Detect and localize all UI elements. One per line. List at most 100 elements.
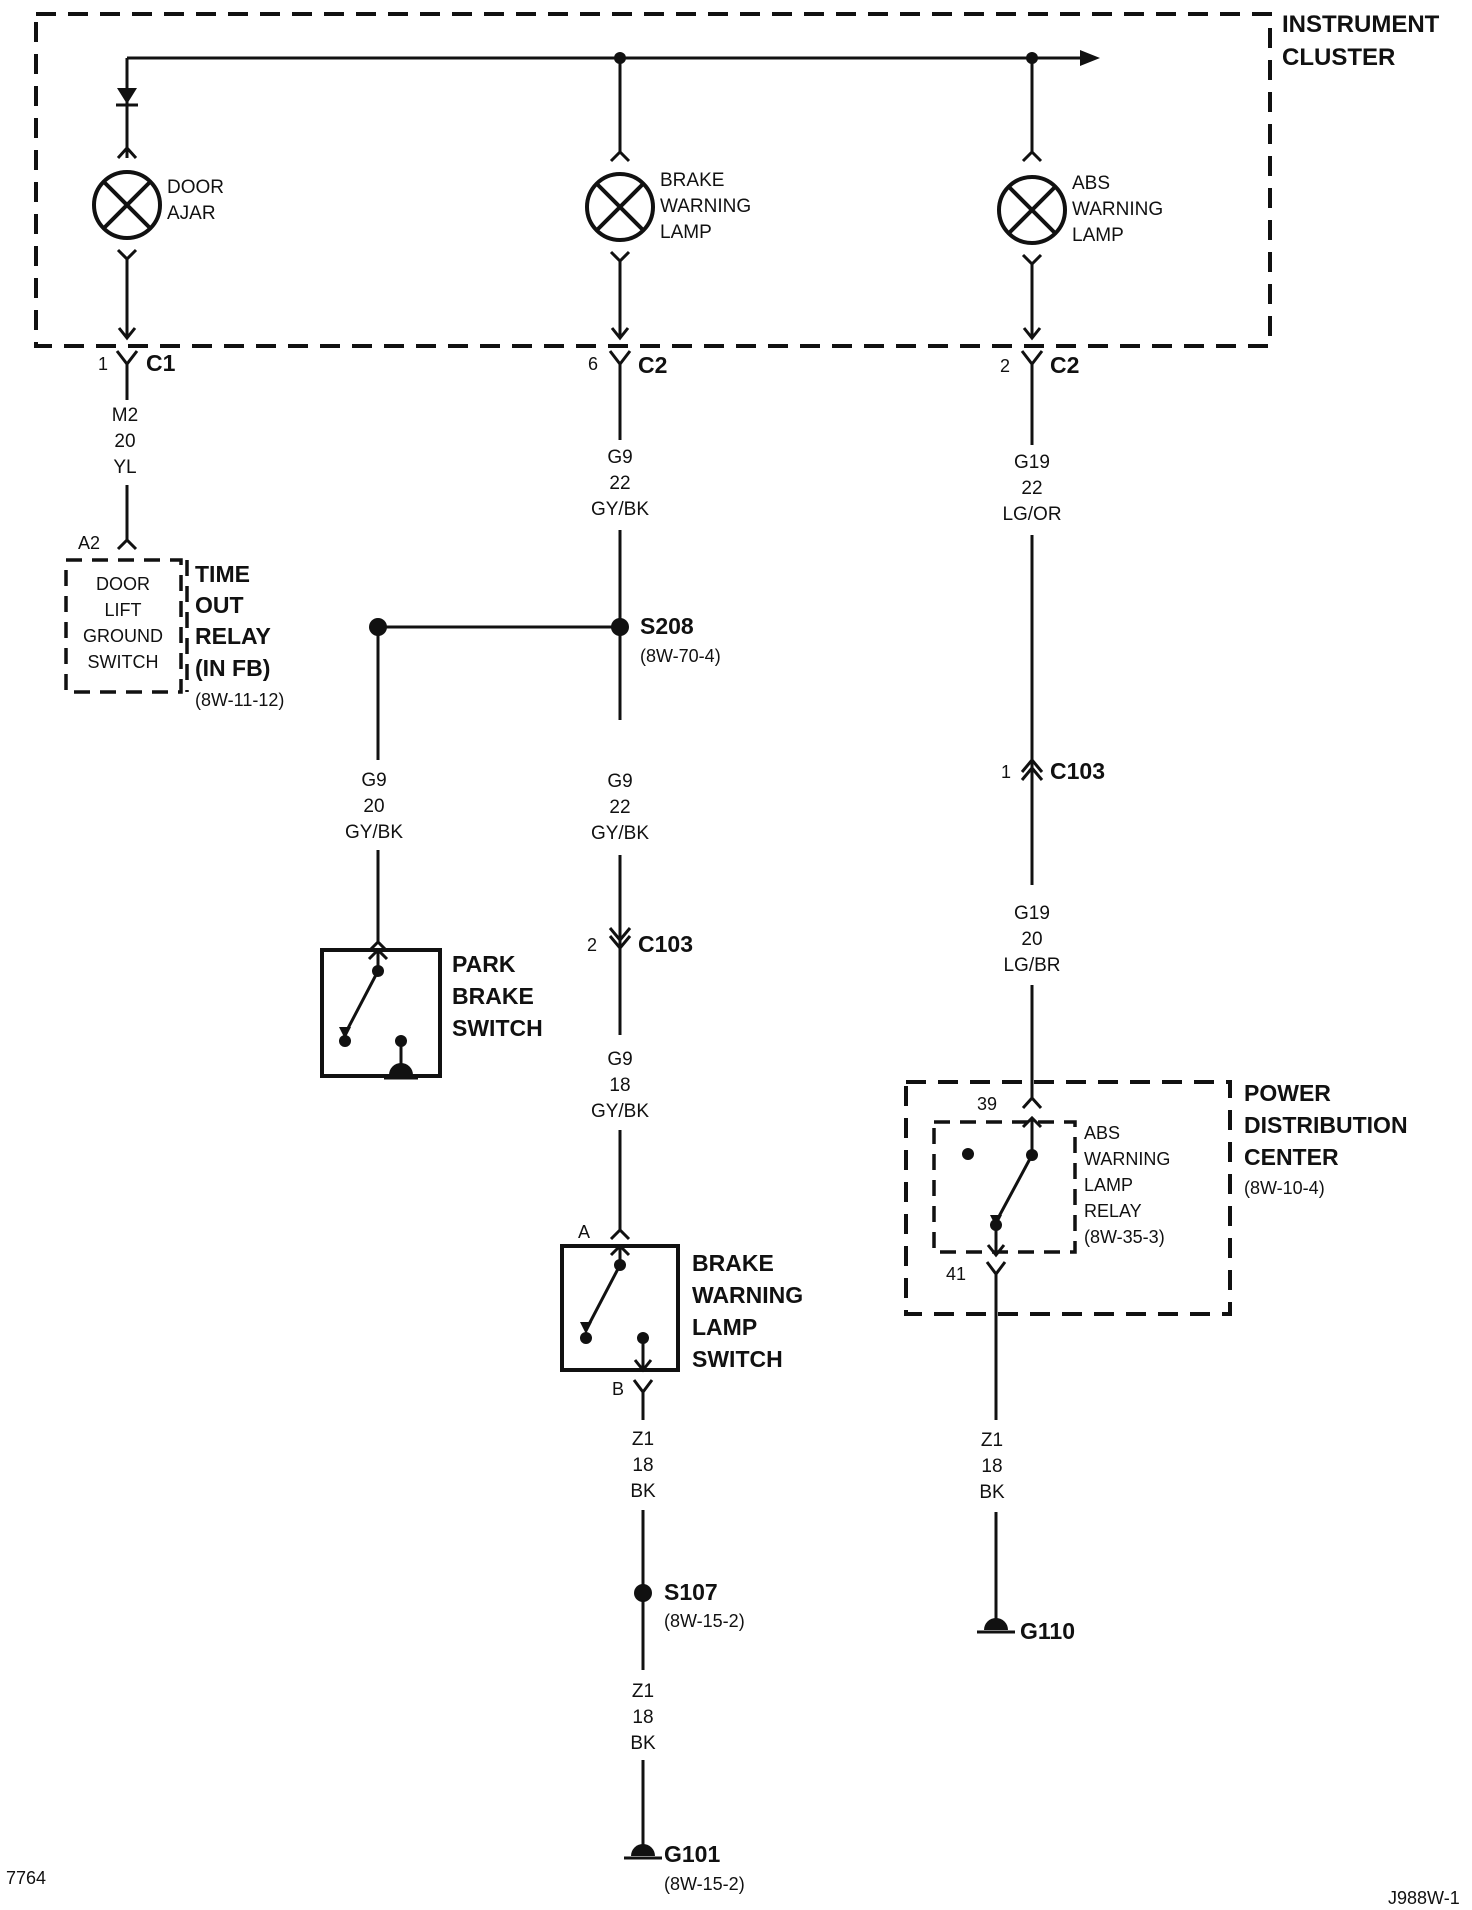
- g9-park-gauge: 20: [363, 796, 384, 817]
- abs-relay-label-5: (8W-35-3): [1084, 1227, 1165, 1247]
- door-lift-label-3: GROUND: [83, 626, 163, 646]
- time-out-relay-label-2: OUT: [195, 592, 244, 618]
- abs-lamp-label-3: LAMP: [1072, 225, 1124, 246]
- brake-switch-label-4: SWITCH: [692, 1346, 783, 1372]
- park-brake-circuit: G9 20 GY/BK PARK BRAKE SWITCH: [320, 627, 543, 1080]
- wire-arrow-icon: [1022, 327, 1042, 341]
- abs-relay-switch-icon: [962, 1115, 1043, 1258]
- door-lift-label-2: LIFT: [104, 600, 141, 620]
- g101-name: G101: [664, 1841, 720, 1867]
- connector-c1: 1 C1: [98, 350, 176, 376]
- instrument-cluster-boundary: [34, 12, 1272, 348]
- park-brake-switch-icon: [339, 947, 418, 1080]
- door-ajar-circuit: M2 20 YL A2 DOOR LIFT GROUND SWITCH TIME…: [64, 364, 284, 710]
- c2-abs-name: C2: [1050, 352, 1079, 378]
- pdc-label-3: CENTER: [1244, 1144, 1339, 1170]
- park-brake-label-1: PARK: [452, 951, 516, 977]
- lamp-terminal-icon: [116, 145, 138, 160]
- z1-switch-circuit: Z1: [632, 1429, 654, 1450]
- abs-lamp-label-1: ABS: [1072, 173, 1110, 194]
- brake-switch-pin-a: A: [578, 1222, 590, 1242]
- connector-icon: [609, 1227, 631, 1241]
- abs-relay-label-4: RELAY: [1084, 1201, 1142, 1221]
- door-ajar-label-1: DOOR: [167, 177, 224, 198]
- g101-ground-icon: [624, 1844, 662, 1860]
- brake-warning-circuit: G9 22 GY/BK S208 (8W-70-4) G9 22 GY/BK 2…: [369, 364, 803, 1894]
- time-out-relay-ref: (8W-11-12): [195, 690, 284, 710]
- g19-lower-gauge: 20: [1021, 929, 1042, 950]
- connector-c2-brake: 6 C2: [588, 350, 667, 378]
- brake-switch-label-1: BRAKE: [692, 1250, 774, 1276]
- abs-warning-lamp-icon: [997, 175, 1067, 245]
- g9-upper-gauge: 22: [609, 473, 630, 494]
- time-out-relay-label-3: RELAY: [195, 623, 271, 649]
- lamp-terminal-icon: [1021, 253, 1043, 267]
- lamp-terminal-icon: [1021, 149, 1043, 163]
- park-brake-label-3: SWITCH: [452, 1015, 543, 1041]
- connector-icon: [608, 350, 632, 367]
- instrument-cluster-label-2: CLUSTER: [1282, 44, 1395, 71]
- pdc-label-1: POWER: [1244, 1080, 1331, 1106]
- lamp-terminal-icon: [609, 250, 631, 264]
- c1-pin: 1: [98, 354, 108, 374]
- park-brake-switch-box: [320, 948, 442, 1078]
- g9-mid-color: GY/BK: [591, 823, 649, 844]
- g19-upper-color: LG/OR: [1002, 504, 1061, 525]
- brake-lamp-label-2: WARNING: [660, 196, 751, 217]
- m2-gauge: 20: [114, 431, 135, 452]
- connector-icon: [985, 1261, 1007, 1277]
- brake-lamp-label-3: LAMP: [660, 222, 712, 243]
- a2-pin: A2: [78, 533, 100, 553]
- g101-ref: (8W-15-2): [664, 1874, 745, 1894]
- g9-park-color: GY/BK: [345, 822, 403, 843]
- power-distribution-center-boundary: [904, 1080, 1232, 1316]
- abs-relay-label-2: WARNING: [1084, 1149, 1170, 1169]
- g110-ground-icon: [977, 1618, 1015, 1634]
- c103-brake-name: C103: [638, 931, 693, 957]
- z1-lower-color: BK: [630, 1733, 656, 1754]
- g19-upper-gauge: 22: [1021, 478, 1042, 499]
- g9-upper-color: GY/BK: [591, 499, 649, 520]
- wire-arrow-icon: [610, 327, 630, 341]
- connector-icon: [632, 1379, 654, 1395]
- instrument-cluster: INSTRUMENT CLUSTER DOOR AJAR BRAKE WARNI…: [34, 11, 1440, 348]
- diode-icon: [117, 88, 137, 104]
- s107-splice-dot: [634, 1584, 652, 1602]
- abs-relay-label-1: ABS: [1084, 1123, 1120, 1143]
- s107-name: S107: [664, 1579, 718, 1605]
- door-lift-ground-switch-box: [64, 558, 183, 694]
- brake-switch-pin-b: B: [612, 1379, 624, 1399]
- brake-warning-lamp-icon: [585, 172, 655, 242]
- g9-mid-gauge: 22: [609, 797, 630, 818]
- brake-switch-label-2: WARNING: [692, 1282, 803, 1308]
- connector-icon: [1020, 350, 1044, 367]
- s208-name: S208: [640, 613, 694, 639]
- footer-right-code: J988W-1: [1388, 1888, 1460, 1908]
- g9-mid-circuit: G9: [607, 771, 632, 792]
- door-lift-label-1: DOOR: [96, 574, 150, 594]
- connector-c2-abs: 2 C2: [1000, 350, 1079, 378]
- z1-switch-gauge: 18: [632, 1455, 653, 1476]
- s208-ref: (8W-70-4): [640, 646, 721, 666]
- c2-brake-name: C2: [638, 352, 667, 378]
- brake-warning-switch-icon: [580, 1243, 653, 1373]
- abs-relay-box: [932, 1120, 1077, 1254]
- door-ajar-lamp-icon: [92, 170, 162, 240]
- g9-park-circuit: G9: [361, 770, 386, 791]
- pdc-pin-41: 41: [946, 1264, 966, 1284]
- g9-lower-gauge: 18: [609, 1075, 630, 1096]
- pdc-ref: (8W-10-4): [1244, 1178, 1325, 1198]
- c103-brake-pin: 2: [587, 935, 597, 955]
- s107-ref: (8W-15-2): [664, 1611, 745, 1631]
- z1-lower-circuit: Z1: [632, 1681, 654, 1702]
- g19-lower-circuit: G19: [1014, 903, 1050, 924]
- brake-lamp-label-1: BRAKE: [660, 170, 724, 191]
- abs-relay-label-3: LAMP: [1084, 1175, 1133, 1195]
- pdc-pin-39: 39: [977, 1094, 997, 1114]
- g9-upper-circuit: G9: [607, 447, 632, 468]
- c103-abs-pin: 1: [1001, 762, 1011, 782]
- footer-left-code: 7764: [6, 1868, 46, 1888]
- time-out-relay-label-4: (IN FB): [195, 655, 270, 681]
- z1-pdc-circuit: Z1: [981, 1430, 1003, 1451]
- wire-arrow-icon: [117, 327, 137, 341]
